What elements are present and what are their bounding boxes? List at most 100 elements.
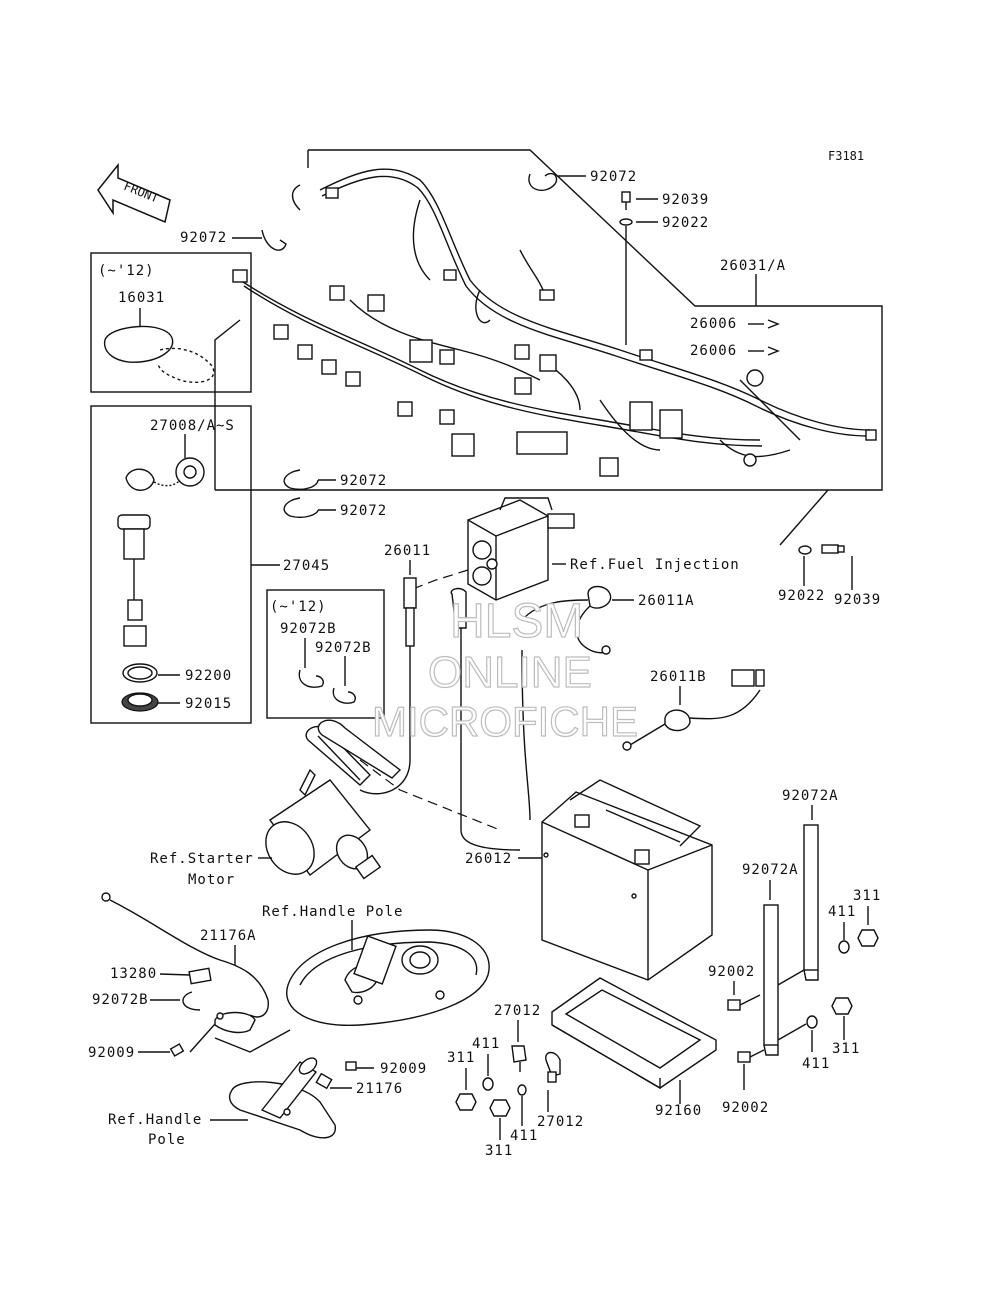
connector	[297, 344, 313, 360]
part-label: 411	[510, 1128, 538, 1144]
part-label: 92022	[778, 588, 825, 604]
watermark-line1: HLSM	[450, 595, 583, 648]
connector	[514, 377, 532, 395]
part-label: 311	[447, 1050, 475, 1066]
part-label: 92002	[722, 1100, 769, 1116]
part-label: 92072	[340, 503, 387, 519]
connector	[539, 354, 557, 372]
part-label: 92072B	[92, 992, 149, 1008]
part-label: 21176	[356, 1081, 403, 1097]
wiring-harness-26031	[232, 168, 877, 477]
battery-26012: 26012	[465, 779, 713, 981]
part-label: 26012	[465, 851, 512, 867]
part-label: 92015	[185, 696, 232, 712]
battery-tray-92160: 92160	[551, 977, 717, 1119]
part-label: 311	[853, 888, 881, 904]
part-label: 92009	[380, 1061, 427, 1077]
connector	[746, 369, 764, 387]
connector	[659, 409, 683, 439]
part-label: 92072A	[782, 788, 839, 804]
ref-handle-pole-1: Ref.Handle	[108, 1112, 202, 1128]
connector	[321, 359, 337, 375]
part-label: 27012	[494, 1003, 541, 1019]
part-label: 26006	[690, 316, 737, 332]
part-label: 16031	[118, 290, 165, 306]
connector	[325, 187, 339, 199]
part-label: 92009	[88, 1045, 135, 1061]
bracket	[639, 349, 653, 361]
fuel-injection-relay: Ref.Fuel Injection	[409, 497, 739, 601]
part-label: 92072A	[742, 862, 799, 878]
connector	[329, 285, 345, 301]
part-label: 411	[828, 904, 856, 920]
handle-pole-cover: Ref.Handle Pole	[262, 904, 490, 1027]
starter-motor: Ref.Starter Motor	[150, 719, 402, 888]
key-box: (~'12) 16031	[90, 252, 252, 393]
part-label: 311	[485, 1143, 513, 1159]
figure-code: F3181	[828, 149, 864, 163]
part-label: 411	[802, 1056, 830, 1072]
part-label: 26031/A	[720, 258, 786, 274]
connector	[367, 294, 385, 312]
part-label: 92072B	[315, 640, 372, 656]
part-label: 26011A	[638, 593, 695, 609]
part-label: 13280	[110, 966, 157, 982]
connector	[865, 429, 877, 441]
ecu-connector	[516, 431, 568, 455]
version-note: (~'12)	[98, 263, 155, 279]
connector	[451, 433, 475, 457]
part-label: 92072	[180, 230, 227, 246]
part-label: 27012	[537, 1114, 584, 1130]
part-label: 27008/A~S	[150, 418, 235, 434]
part-label: 92002	[708, 964, 755, 980]
clamp-box: (~'12) 92072B 92072B	[266, 589, 385, 719]
watermark-line3: MICROFICHE	[372, 698, 638, 745]
watermark: HLSM ONLINE MICROFICHE	[371, 594, 638, 745]
part-label: 92160	[655, 1103, 702, 1119]
ref-handle-pole-2: Pole	[148, 1132, 186, 1148]
battery-straps-92072A: 92072A 92072A	[742, 788, 839, 1056]
part-label: 92039	[834, 592, 881, 608]
harness-label-26031A: 26031/A 26006 26006	[690, 258, 786, 359]
bolt-92039-right: 92022 92039	[778, 489, 881, 608]
connector	[439, 349, 455, 365]
part-label: 92039	[662, 192, 709, 208]
part-label: 92072	[340, 473, 387, 489]
connector	[443, 269, 457, 281]
part-label: 92072	[590, 169, 637, 185]
part-label: 92022	[662, 215, 709, 231]
part-label: 21176A	[200, 928, 257, 944]
ref-starter-motor-2: Motor	[188, 872, 235, 888]
ignition-box: 27008/A~S 92200 92015 27045	[90, 405, 330, 724]
cable-26011B: 26011B	[359, 669, 765, 831]
throttle-sensor-21176A: 21176A 13280 92072B 92009	[88, 892, 291, 1061]
clamp-92072-top-left: 92072	[180, 229, 287, 251]
hardware-right: 311 411 92002 311 411 92002	[708, 888, 881, 1116]
battery-cables: 26011 26011A	[359, 543, 695, 851]
main-harness-frame	[214, 149, 883, 491]
connector	[439, 409, 455, 425]
connector	[409, 339, 433, 363]
connector	[345, 371, 361, 387]
version-note: (~'12)	[270, 599, 327, 615]
part-label: 92072B	[280, 621, 337, 637]
connector	[273, 324, 289, 340]
hardware-bottom: 27012 411 311 27012 311 411	[447, 1003, 584, 1159]
connector	[743, 453, 757, 467]
connector	[397, 401, 413, 417]
front-arrow-icon: FRONT	[97, 162, 171, 224]
part-label: 311	[832, 1041, 860, 1057]
clamps-92072-middle: 92072 92072	[283, 469, 387, 519]
connector	[514, 344, 530, 360]
part-label: 26006	[690, 343, 737, 359]
part-label: 92200	[185, 668, 232, 684]
connector	[599, 457, 619, 477]
bolt-92039-top: 92039 92022	[619, 191, 709, 345]
part-label: 27045	[283, 558, 330, 574]
part-label: 26011B	[650, 669, 707, 685]
part-label: 411	[472, 1036, 500, 1052]
connector	[232, 269, 248, 283]
ref-starter-motor-1: Ref.Starter	[150, 851, 254, 867]
